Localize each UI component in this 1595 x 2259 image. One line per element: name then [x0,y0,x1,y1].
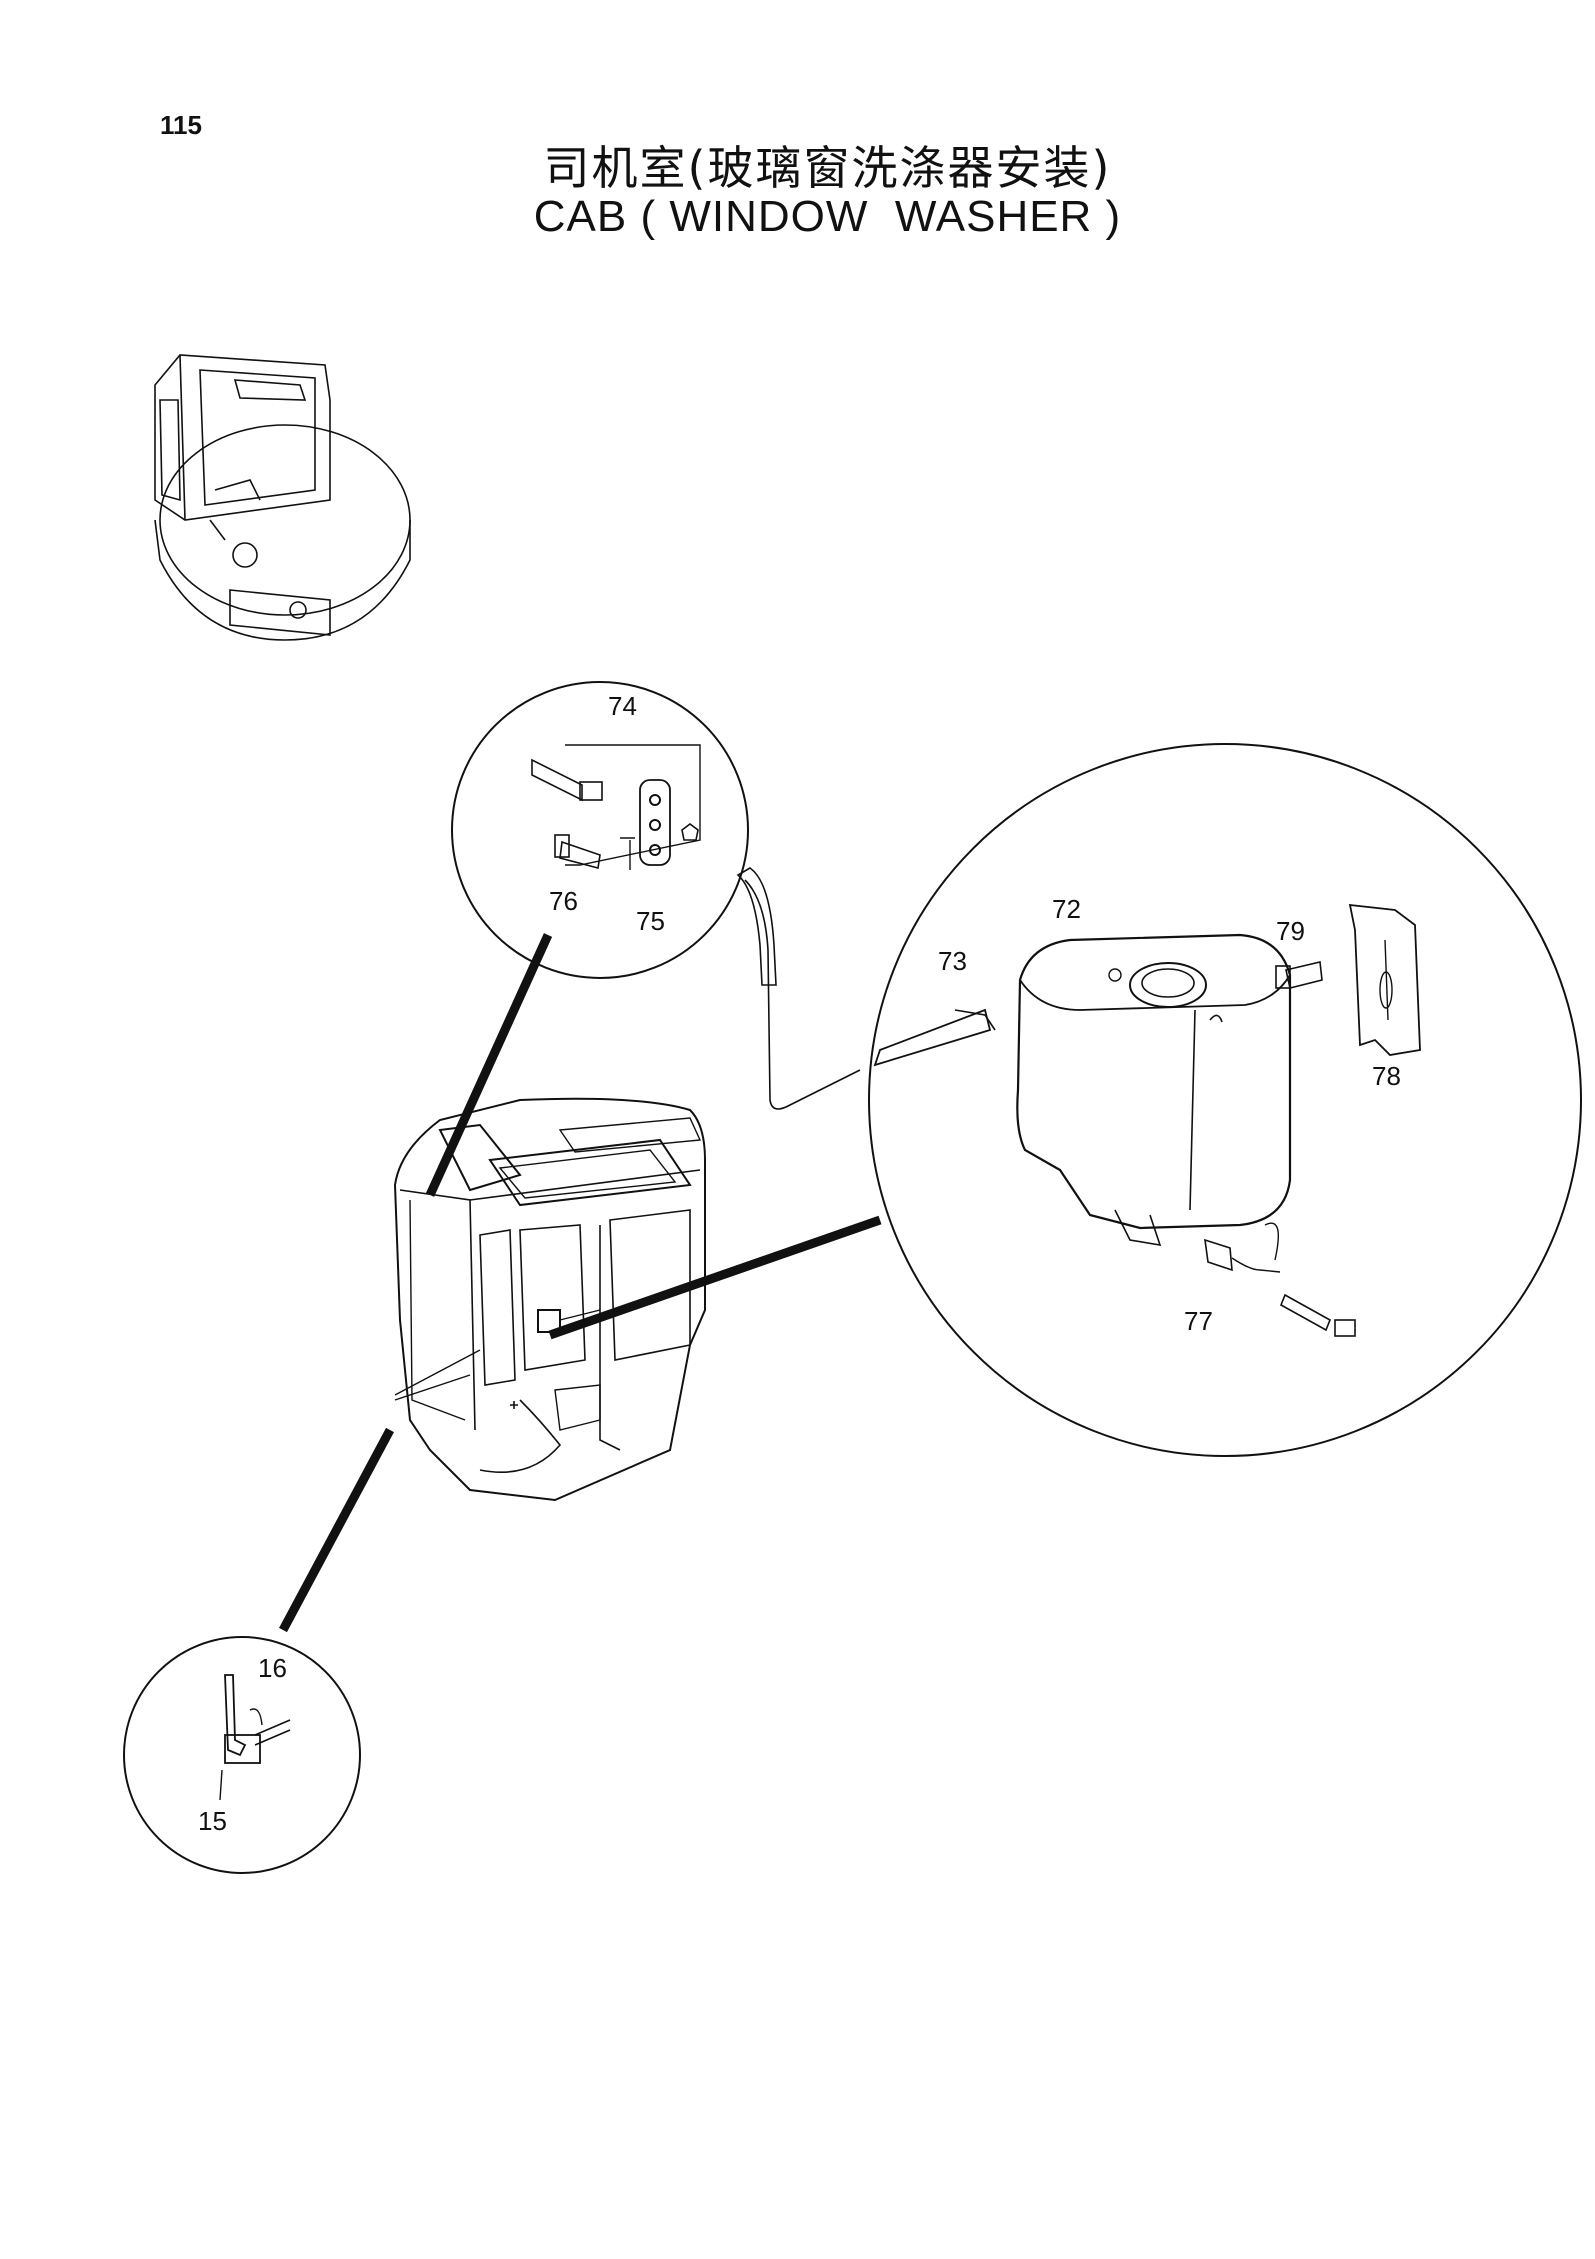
callout-16: 16 [258,1653,287,1683]
page-number: 115 [160,110,202,140]
washer-hose-path [744,879,861,1110]
overview-excavator-illustration [154,354,411,641]
detail-circle-clip [123,1636,361,1874]
leader-lower [279,1427,394,1633]
callout-75: 75 [636,906,665,936]
detail-circle-tank [868,743,1582,1457]
page-title-english: CAB ( WINDOW WASHER ) [533,192,1122,241]
callout-77: 77 [1184,1306,1213,1336]
page-title-chinese: 司机室(玻璃窗洗涤器安装) [543,141,1112,195]
callout-73: 73 [938,946,967,976]
callout-79: 79 [1276,916,1305,946]
callout-76: 76 [549,886,578,916]
callout-78: 78 [1372,1061,1401,1091]
callout-72: 72 [1052,894,1081,924]
callout-15: 15 [198,1806,227,1836]
leader-right [548,1215,882,1340]
detail-circle-bracket [451,681,749,979]
cab-illustration [393,1097,706,1502]
leader-upper [425,933,553,1197]
callout-74: 74 [608,691,637,721]
